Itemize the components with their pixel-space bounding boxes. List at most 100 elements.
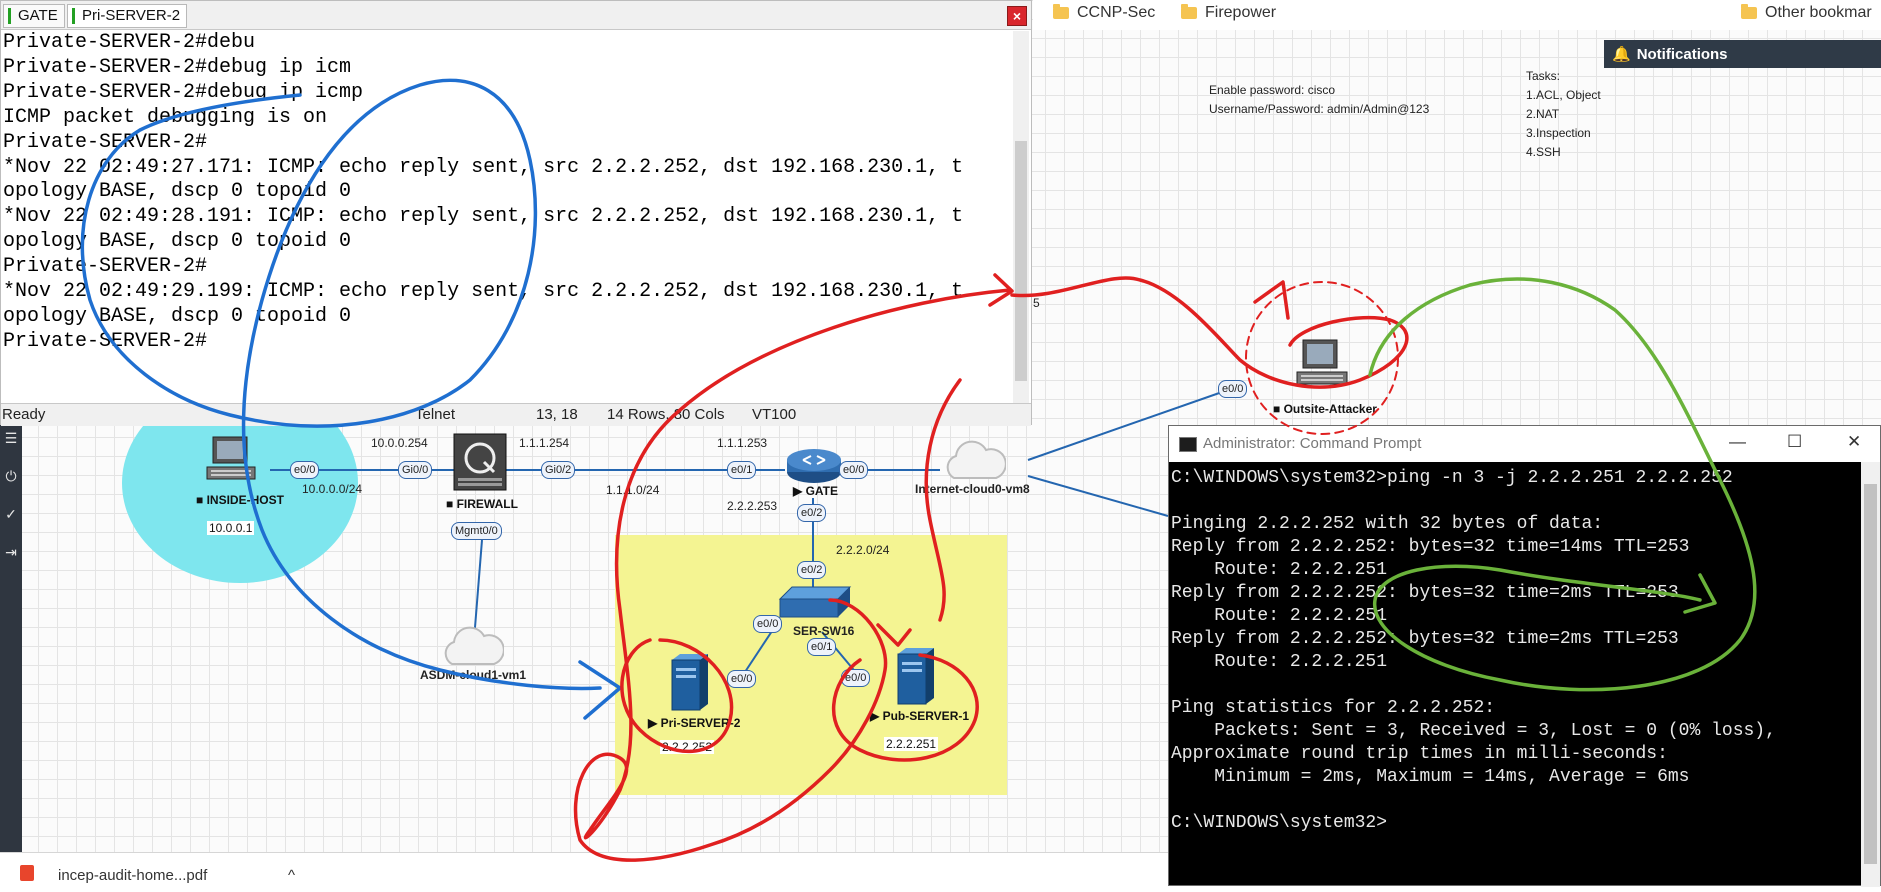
cmd-line	[1171, 674, 1861, 697]
status-size: 14 Rows, 80 Cols	[607, 406, 725, 423]
cmd-line: Packets: Sent = 3, Received = 3, Lost = …	[1171, 721, 1776, 741]
bookmark-ccnp-sec[interactable]: CCNP-Sec	[1053, 2, 1155, 24]
pdf-icon	[20, 865, 34, 881]
cloud-icon[interactable]	[940, 440, 1006, 484]
router-icon[interactable]	[785, 444, 843, 486]
check-circle-icon[interactable]: ✓	[5, 506, 17, 522]
port-fw-gi0[interactable]: Gi0/0	[398, 461, 433, 479]
download-filename: incep-audit-home...pdf	[58, 867, 208, 884]
port-fw-mgmt[interactable]: Mgmt0/0	[451, 522, 502, 540]
port-fw-gi2[interactable]: Gi0/2	[541, 461, 576, 479]
port-sw-e1[interactable]: e0/1	[807, 638, 837, 656]
cmd-line: Reply from 2.2.2.252: bytes=32 time=2ms …	[1171, 629, 1679, 649]
logout-icon[interactable]: ⇥	[5, 544, 17, 560]
port-attacker-e0[interactable]: e0/0	[1218, 380, 1248, 398]
notifications-label: Notifications	[1636, 45, 1728, 63]
cmd-line: Minimum = 2ms, Maximum = 14ms, Average =…	[1171, 767, 1690, 787]
link-internet-attacker	[1027, 390, 1226, 461]
gate-label: ▶ GATE	[793, 484, 839, 498]
port-gate-e2[interactable]: e0/2	[797, 504, 827, 522]
cmd-title: Administrator: Command Prompt	[1203, 435, 1422, 452]
cmd-line: Route: 2.2.2.251	[1171, 606, 1388, 626]
cmd-line: Approximate round trip times in milli-se…	[1171, 744, 1668, 764]
pc-icon[interactable]	[1293, 336, 1359, 394]
cmd-line: Reply from 2.2.2.252: bytes=32 time=14ms…	[1171, 537, 1690, 557]
telnet-statusbar: Ready Telnet 13, 18 14 Rows, 80 Cols VT1…	[1, 403, 1031, 426]
terminal-line: Private-SERVER-2#	[3, 130, 208, 154]
cmd-line: Pinging 2.2.2.252 with 32 bytes of data:	[1171, 514, 1604, 534]
net-inside-label: 10.0.0.0/24	[302, 482, 363, 496]
maximize-button[interactable]: ☐	[1787, 432, 1803, 451]
cmd-output[interactable]: C:\WINDOWS\system32>ping -n 3 -j 2.2.2.2…	[1169, 462, 1861, 892]
port-pub-e0[interactable]: e0/0	[841, 669, 871, 687]
pc-icon[interactable]	[205, 433, 265, 491]
terminal-line: Private-SERVER-2#	[3, 255, 208, 279]
gate-outside-ip: 1.1.1.253	[717, 436, 768, 450]
telnet-tab-bar: GATE Pri-SERVER-2 ×	[1, 1, 1031, 30]
switch-icon[interactable]	[778, 585, 852, 621]
close-icon[interactable]: ×	[1007, 6, 1027, 26]
cmd-line: C:\WINDOWS\system32>	[1171, 813, 1388, 833]
cmd-line: Ping statistics for 2.2.2.252:	[1171, 698, 1496, 718]
pri-server-ip: 2.2.2.252	[660, 740, 715, 754]
port-gate-e0[interactable]: e0/0	[839, 461, 869, 479]
cmd-line: Route: 2.2.2.251	[1171, 560, 1388, 580]
gate-server-ip: 2.2.2.253	[727, 499, 778, 513]
status-cursor: 13, 18	[536, 406, 578, 423]
pub-server-label: ▶ Pub-SERVER-1	[870, 709, 970, 723]
server-icon[interactable]	[894, 646, 938, 706]
terminal-icon	[1179, 437, 1197, 452]
server-icon[interactable]	[668, 652, 712, 712]
bookmark-firepower[interactable]: Firepower	[1181, 2, 1276, 24]
telnet-window[interactable]: GATE Pri-SERVER-2 × Private-SERVER-2#deb…	[0, 0, 1032, 426]
port-sw-e2[interactable]: e0/2	[797, 561, 827, 579]
switch-label: SER-SW16	[793, 624, 855, 638]
pri-server-label: ▶ Pri-SERVER-2	[648, 716, 741, 730]
minimize-button[interactable]: —	[1729, 432, 1746, 451]
fw-outside-ip: 1.1.1.254	[519, 436, 570, 450]
terminal-line: opology BASE, dscp 0 topoid 0	[3, 230, 352, 254]
download-bar: incep-audit-home...pdf ^	[0, 852, 1168, 887]
terminal-line: *Nov 22 02:49:29.199: ICMP: echo reply s…	[3, 280, 964, 304]
port-gate-e1[interactable]: e0/1	[727, 461, 757, 479]
attacker-label: ■ Outsite-Attacker	[1273, 402, 1377, 416]
list-icon[interactable]: ☰	[4, 430, 18, 446]
cmd-titlebar[interactable]: Administrator: Command Prompt — ☐ ✕	[1169, 426, 1880, 462]
terminal-line: Private-SERVER-2#debug ip icmp	[3, 80, 364, 104]
command-prompt-window[interactable]: Administrator: Command Prompt — ☐ ✕ C:\W…	[1168, 425, 1881, 887]
pub-server-ip: 2.2.2.251	[884, 737, 939, 751]
tab-pri-server-2[interactable]: Pri-SERVER-2	[67, 4, 188, 28]
firewall-label: ■ FIREWALL	[446, 497, 518, 511]
credentials-note: Enable password: cisco Username/Password…	[1209, 83, 1430, 116]
port-sw-e0[interactable]: e0/0	[753, 615, 783, 633]
cmd-close-button[interactable]: ✕	[1847, 432, 1862, 451]
cloud-icon[interactable]	[438, 626, 504, 668]
notifications-bar[interactable]: 🔔 Notifications	[1604, 40, 1881, 68]
port-host-e0[interactable]: e0/0	[290, 461, 320, 479]
link-internet-cmd	[1027, 475, 1169, 517]
firewall-icon[interactable]	[452, 432, 510, 494]
port-pri-e0[interactable]: e0/0	[727, 670, 757, 688]
inside-host-label: ■ INSIDE-HOST	[196, 493, 284, 507]
cmd-line	[1171, 789, 1861, 812]
terminal-line: opology BASE, dscp 0 topoid 0	[3, 180, 352, 204]
chevron-up-icon[interactable]: ^	[288, 867, 296, 884]
status-state: Ready	[2, 406, 46, 423]
bookmark-other[interactable]: Other bookmar	[1741, 2, 1872, 24]
power-icon[interactable]: ⏻	[5, 468, 17, 484]
status-protocol: Telnet	[415, 406, 456, 423]
tasks-note: Tasks: 1.ACL, Object 2.NAT 3.Inspection …	[1526, 69, 1601, 159]
download-item[interactable]: incep-audit-home...pdf ^	[10, 859, 315, 887]
cmd-line: Route: 2.2.2.251	[1171, 652, 1388, 672]
tab-gate[interactable]: GATE	[3, 4, 65, 28]
cmd-scrollbar[interactable]	[1861, 462, 1880, 887]
terminal-line: Private-SERVER-2#debug ip icm	[3, 55, 352, 79]
left-toolbar: ☰ ⏻ ✓ ⇥	[0, 410, 22, 852]
telnet-scrollbar[interactable]	[1013, 31, 1029, 403]
folder-icon	[1741, 4, 1757, 19]
net-outside-label: 1.1.1.0/24	[606, 483, 660, 497]
fw-inside-ip: 10.0.0.254	[371, 436, 428, 450]
cmd-line: C:\WINDOWS\system32>ping -n 3 -j 2.2.2.2…	[1171, 468, 1733, 488]
inside-host-ip: 10.0.0.1	[207, 521, 255, 535]
